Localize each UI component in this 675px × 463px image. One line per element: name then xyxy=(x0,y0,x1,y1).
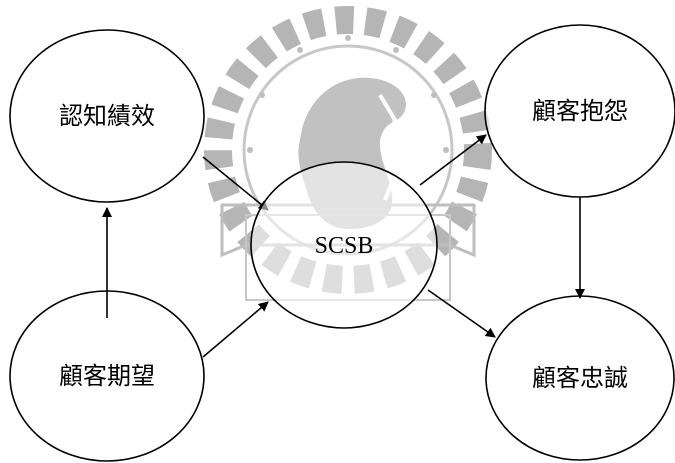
node-label: SCSB xyxy=(315,233,374,259)
star-icons xyxy=(247,35,449,153)
edges xyxy=(102,134,585,358)
node-ellipse xyxy=(485,295,675,461)
node-customer-expectation: 顧客期望 xyxy=(9,290,205,462)
node-customer-complaint: 顧客抱怨 xyxy=(484,24,675,198)
node-perceived-performance: 認知績效 xyxy=(9,29,205,203)
node-scsb: SCSB xyxy=(250,161,438,329)
edge-performance-to-scsb xyxy=(202,156,269,211)
node-ellipse xyxy=(9,290,205,462)
edge-expectation-to-scsb xyxy=(202,301,269,358)
node-ellipse xyxy=(9,29,205,203)
node-label: 顧客抱怨 xyxy=(532,97,628,125)
edge-scsb-to-loyalty xyxy=(427,289,496,338)
node-label: 顧客忠誠 xyxy=(532,364,628,392)
node-label: 顧客期望 xyxy=(59,362,155,390)
edge-scsb-to-complaint xyxy=(419,134,487,186)
node-customer-loyalty: 顧客忠誠 xyxy=(485,295,675,461)
node-label: 認知績效 xyxy=(59,102,155,130)
node-ellipse xyxy=(484,24,675,198)
node-ellipse xyxy=(250,161,438,329)
